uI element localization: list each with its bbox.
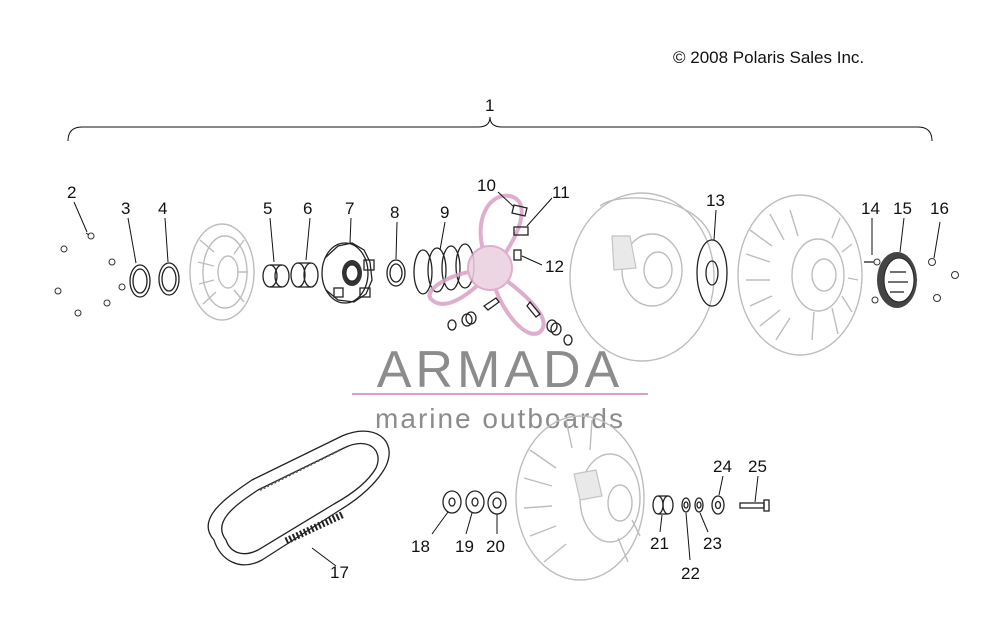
- washer-24: [711, 495, 725, 515]
- o-ring-4: [158, 262, 180, 296]
- callout-5: 5: [263, 199, 272, 218]
- washer-22: [681, 497, 691, 513]
- bolt-25: [739, 499, 770, 512]
- bushing-5: [262, 264, 290, 288]
- propeller-logo: [427, 193, 546, 336]
- callout-22: 22: [681, 564, 700, 583]
- nut-group-16: [928, 258, 959, 302]
- watermark-tagline: marine outboards: [375, 403, 625, 434]
- callout-25: 25: [748, 457, 767, 476]
- callout-9: 9: [440, 203, 449, 222]
- callout-13: 13: [706, 191, 725, 210]
- washer-8: [386, 259, 406, 287]
- callout-8: 8: [390, 203, 399, 222]
- callout-17: 17: [330, 563, 349, 582]
- snap-ring-3: [129, 264, 151, 298]
- washer-13: [696, 239, 728, 307]
- callout-3: 3: [121, 199, 130, 218]
- spring-9: [413, 243, 475, 295]
- roller-11: [513, 226, 529, 236]
- callout-20: 20: [486, 537, 505, 556]
- spider-hub-7: [321, 242, 375, 304]
- washer-19: [465, 490, 485, 514]
- washer-23: [694, 497, 704, 513]
- hardware-cluster: [447, 297, 573, 346]
- assembly-bracket: [67, 116, 933, 142]
- callout-1: 1: [485, 96, 494, 115]
- bolt-14: [864, 258, 881, 304]
- callout-4: 4: [158, 199, 167, 218]
- callout-16: 16: [930, 199, 949, 218]
- callout-19: 19: [455, 537, 474, 556]
- callout-15: 15: [893, 199, 912, 218]
- callout-10: 10: [477, 176, 496, 195]
- bolt-group-2: [54, 232, 126, 317]
- callout-6: 6: [303, 199, 312, 218]
- driven-sheave-ghost: [515, 415, 645, 581]
- callout-12: 12: [545, 257, 564, 276]
- bushing-6: [290, 262, 319, 288]
- moveable-sheave-ghost: [569, 192, 715, 362]
- cover-plate-15: [877, 252, 917, 308]
- pin-12: [513, 249, 522, 261]
- spacer-21: [652, 495, 674, 515]
- callout-11: 11: [552, 183, 570, 202]
- fixed-sheave-ghost: [737, 194, 863, 356]
- callout-24: 24: [713, 457, 732, 476]
- callout-21: 21: [650, 534, 669, 553]
- washer-20: [487, 491, 507, 515]
- drive-belt-17: [207, 430, 390, 566]
- callout-18: 18: [411, 537, 430, 556]
- callout-23: 23: [703, 534, 722, 553]
- watermark-brand: ARMADA: [377, 341, 623, 399]
- weight-10: [511, 204, 528, 217]
- callout-7: 7: [345, 199, 354, 218]
- callout-2: 2: [67, 183, 76, 202]
- clutch-cover-ghost: [189, 223, 255, 321]
- washer-18: [442, 490, 462, 514]
- callout-14: 14: [861, 199, 880, 218]
- copyright-text: © 2008 Polaris Sales Inc.: [673, 48, 864, 67]
